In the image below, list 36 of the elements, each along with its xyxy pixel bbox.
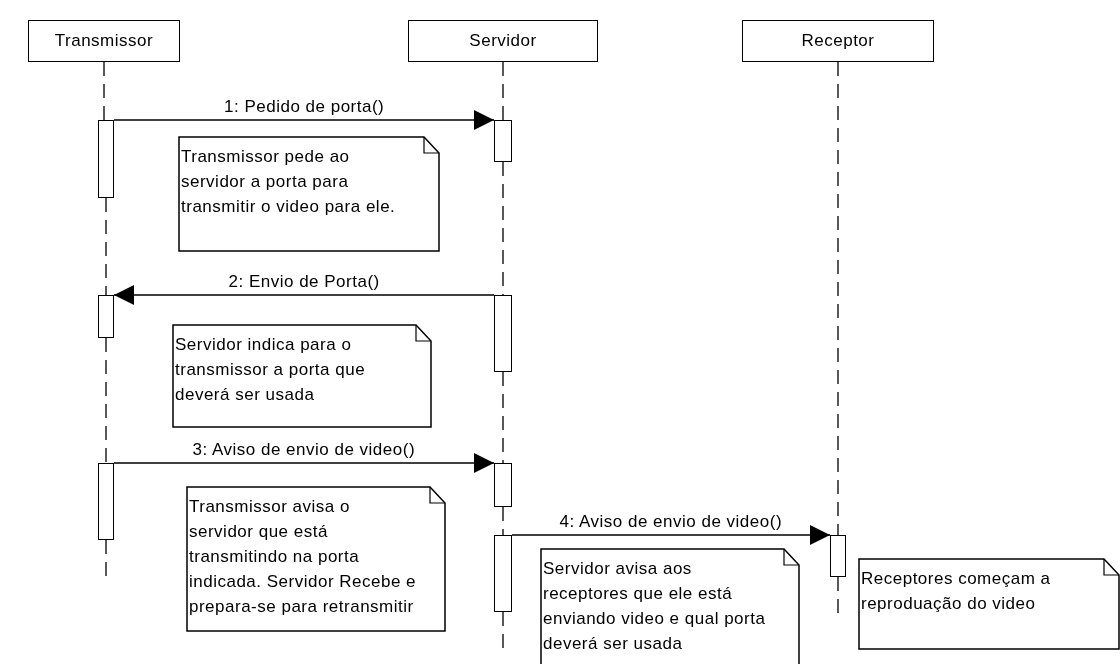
activation-bar: [98, 295, 114, 338]
note-text: Transmissor pede ao servidor a porta para transmitir o video para ele.: [181, 146, 397, 218]
note-text: Servidor avisa aos receptores que ele está enviando video e qual porta deverá ser usada: [543, 558, 767, 655]
participant-box: Receptor: [742, 20, 934, 62]
note-box: [186, 486, 446, 632]
message-label: 1: Pedido de porta(): [224, 98, 385, 115]
message-arrow: [511, 525, 831, 545]
message-arrow: [113, 453, 495, 473]
note-box: [540, 548, 800, 664]
note-box: [172, 324, 432, 428]
note-text: Servidor indica para o transmissor a porta que deverá ser usada: [175, 334, 367, 406]
participant-box: Transmissor: [28, 20, 180, 62]
note-text: Receptores começam a reproduação do video: [861, 568, 1052, 615]
note-box: [858, 558, 1120, 650]
lifeline: [105, 337, 107, 464]
activation-bar: [494, 120, 512, 162]
lifeline: [103, 61, 105, 121]
activation-bar: [494, 295, 512, 372]
lifeline: [502, 506, 504, 536]
lifeline: [502, 371, 504, 464]
lifeline: [502, 61, 504, 121]
activation-bar: [830, 535, 846, 577]
message-arrow: [113, 285, 495, 305]
activation-bar: [98, 463, 114, 540]
activation-bar: [494, 463, 512, 507]
message-label: 4: Aviso de envio de video(): [559, 513, 783, 530]
lifeline: [105, 197, 107, 296]
activation-bar: [494, 535, 512, 612]
note-text: Transmissor avisa o servidor que está transmitindo na porta indicada. Servidor Recebe e prepara-se para retransmitir: [189, 496, 418, 618]
note-box: [178, 136, 440, 252]
message-label: 2: Envio de Porta(): [228, 273, 380, 290]
participant-box: Servidor: [408, 20, 598, 62]
activation-bar: [98, 120, 114, 198]
message-arrow: [113, 110, 495, 130]
message-label: 3: Aviso de envio de video(): [192, 441, 416, 458]
lifeline: [837, 61, 839, 536]
